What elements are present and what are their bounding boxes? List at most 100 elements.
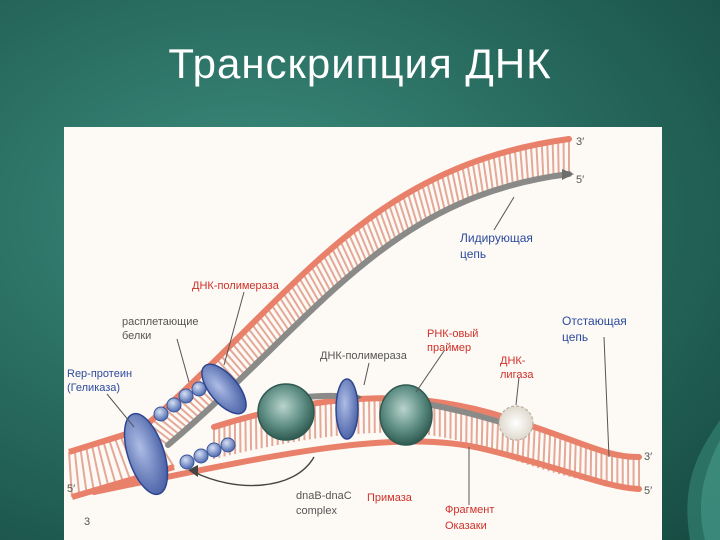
label-right-5prime: 5′ (644, 485, 652, 497)
base-pair-rung (335, 244, 352, 276)
base-pair-rung (416, 187, 428, 221)
base-pair-rung (451, 170, 461, 205)
base-pair-rung (471, 162, 480, 197)
base-pair-rung (251, 323, 272, 351)
base-pair-rung (274, 300, 295, 329)
base-pair-rung (383, 207, 397, 241)
base-pair-rung (361, 223, 376, 256)
helicase-protein (123, 412, 169, 496)
base-pair-rung (96, 442, 110, 487)
base-pair-rung (421, 184, 433, 219)
base-pair-rung (411, 190, 424, 224)
base-pair-rung (339, 240, 356, 272)
base-pair-rung (482, 158, 490, 193)
base-pair-rung (90, 444, 103, 489)
base-pair-rung (343, 237, 360, 269)
base-pair-rung (557, 140, 560, 176)
label-okazaki-2: Оказаки (445, 520, 487, 532)
base-pair-rung (227, 346, 250, 372)
label-dnab-complex-1: dnaB-dnaC (296, 490, 352, 502)
base-pair-rung (286, 288, 306, 318)
base-pair-rung (551, 141, 555, 177)
base-pair-rung (326, 251, 344, 283)
base-pair-rung (282, 292, 302, 321)
label-lagging-strand-1: Отстающая (562, 314, 627, 328)
base-pair-rung (369, 216, 385, 250)
base-pair-rung (243, 331, 265, 358)
label-left-5prime: 5′ (67, 483, 75, 495)
base-pair-rung (461, 166, 470, 201)
leading-dna-polymerase (201, 363, 247, 415)
lagging-dna-polymerase (257, 383, 315, 441)
base-pair-rung (306, 269, 325, 300)
label-top-3prime: 3′ (576, 136, 584, 148)
base-pair-rung (397, 198, 410, 232)
base-pair-rung (331, 247, 348, 279)
base-pair-rung (102, 441, 117, 485)
base-pair-rung (378, 210, 393, 244)
label-top-5prime: 5′ (576, 174, 584, 186)
base-pair-rung (466, 164, 475, 199)
label-primase: Примаза (367, 492, 413, 504)
base-pair-rung (68, 451, 73, 498)
label-lagging-strand-2: цепь (562, 330, 588, 344)
base-pair-rung (388, 204, 402, 238)
leading-strand-arrow (562, 169, 574, 180)
base-pair-rung (262, 311, 283, 340)
base-pair-rung (524, 146, 530, 182)
base-pair-rung (322, 254, 340, 286)
primase-complex (379, 384, 433, 446)
base-pair-rung (85, 446, 95, 491)
base-pair-rung (356, 226, 372, 259)
label-dna-polymerase-mid: ДНК-полимераза (320, 350, 408, 362)
base-pair-rung (513, 149, 519, 184)
label-rna-primer-2: праймер (427, 342, 471, 354)
base-pair-rung (546, 142, 550, 178)
complex-loop-arrowhead (188, 465, 198, 477)
complex-loop-arrow (193, 456, 315, 487)
base-pair-rung (540, 143, 545, 179)
base-pair-rung (258, 315, 280, 343)
base-pair-rung (392, 201, 406, 235)
lagging-bottom-strand (91, 438, 642, 495)
label-right-3prime: 3′ (644, 451, 652, 463)
base-pair-rung (352, 230, 368, 262)
label-leading-strand-2: цепь (460, 247, 486, 261)
label-rna-primer-1: РНК-овый (427, 328, 478, 340)
label-leading-strand-1: Лидирующая (460, 231, 533, 245)
base-pair-rung (318, 258, 336, 289)
base-pair-rung (314, 262, 332, 293)
base-pair-rung (290, 284, 310, 314)
base-pair-rung (223, 350, 246, 376)
lagging-polymerase-clamp (335, 378, 359, 440)
base-pair-rung (497, 153, 504, 188)
base-pair-rung (374, 213, 389, 247)
base-pair-rung (113, 437, 132, 481)
label-okazaki-1: Фрагмент (445, 504, 494, 516)
base-pair-rung (406, 192, 419, 227)
base-pair-rung (239, 335, 261, 362)
base-pair-rung (294, 281, 313, 311)
base-pair-rung (426, 182, 437, 216)
base-pair-rung (254, 319, 276, 347)
base-pair-rung (164, 407, 189, 429)
replication-diagram-svg: 3′ 5′ Лидирующая цепь ДНК-полимераза рас… (67, 136, 652, 532)
ssb-beads-upper (153, 381, 207, 422)
base-pair-rung (503, 152, 509, 187)
base-pair-rung (365, 220, 380, 253)
base-pair-rung (231, 343, 254, 369)
base-pair-rung (219, 354, 242, 380)
base-pair-rung (446, 172, 456, 207)
base-pair-rung (302, 273, 321, 304)
base-pair-rung (436, 177, 446, 211)
base-pair-rung (529, 145, 535, 181)
ssb-beads-lower (179, 437, 236, 470)
slide-title: Транскрипция ДНК (168, 40, 552, 87)
label-dna-ligase-1: ДНК- (500, 355, 526, 367)
base-pair-rung (266, 307, 287, 336)
base-pair-rung (456, 168, 465, 203)
base-pair-rung (402, 195, 415, 229)
label-dnab-complex-2: complex (296, 505, 337, 517)
label-left-3prime: 3 (84, 516, 90, 528)
base-pair-rung (476, 160, 485, 195)
